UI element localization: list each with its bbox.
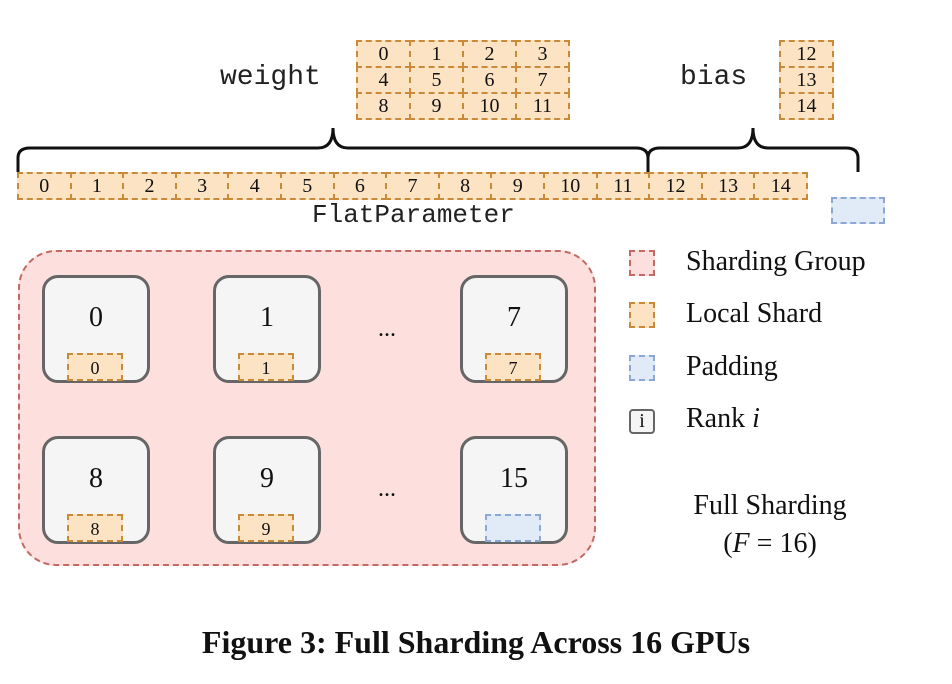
legend-rank-var: i bbox=[752, 403, 760, 434]
weight-cell: 8 bbox=[356, 92, 411, 120]
bias-cell: 12 bbox=[779, 40, 834, 68]
rank-label: 7 bbox=[507, 302, 521, 333]
weight-label: weight bbox=[220, 62, 321, 93]
formula-prefix: ( bbox=[723, 528, 733, 559]
local-shard: 0 bbox=[67, 353, 123, 381]
flat-parameter-cell: 7 bbox=[385, 172, 440, 200]
rank-icon: i bbox=[629, 409, 655, 434]
bias-cell: 13 bbox=[779, 66, 834, 94]
legend-rank-label: Rank bbox=[686, 403, 753, 434]
weight-cell: 7 bbox=[515, 66, 570, 94]
flat-parameter-cell: 2 bbox=[122, 172, 177, 200]
flat-parameter-cell: 8 bbox=[437, 172, 493, 200]
weight-cell: 9 bbox=[409, 92, 464, 120]
weight-cell: 6 bbox=[462, 66, 517, 94]
strategy-formula: (F = 16) bbox=[640, 528, 900, 560]
bias-label: bias bbox=[680, 62, 748, 93]
padding-swatch bbox=[629, 355, 655, 381]
weight-cell: 0 bbox=[356, 40, 411, 68]
bias-cell: 14 bbox=[779, 92, 834, 120]
flat-parameter-cell: 0 bbox=[17, 172, 72, 200]
flat-parameter-padding bbox=[831, 197, 885, 224]
weight-brace bbox=[16, 127, 650, 172]
ellipsis-row2: ... bbox=[378, 476, 396, 502]
rank-label: 1 bbox=[260, 302, 274, 333]
local-shard: 9 bbox=[238, 514, 294, 542]
ellipsis-row1: ... bbox=[378, 316, 396, 342]
rank-label: 15 bbox=[500, 463, 528, 494]
local-shard: 1 bbox=[238, 353, 294, 381]
flat-parameter-cell: 3 bbox=[174, 172, 230, 200]
flat-parameter-cell: 13 bbox=[700, 172, 756, 200]
legend-padding: Padding bbox=[686, 351, 778, 382]
bias-brace bbox=[646, 127, 860, 172]
legend-sharding-group: Sharding Group bbox=[686, 246, 866, 277]
formula-var: F bbox=[732, 528, 750, 559]
rank-label: 8 bbox=[89, 463, 103, 494]
weight-cell: 4 bbox=[356, 66, 411, 94]
weight-cell: 2 bbox=[462, 40, 517, 68]
rank-label: 0 bbox=[89, 302, 103, 333]
flat-parameter-cell: 10 bbox=[543, 172, 598, 200]
gpu-rank-7: 7 bbox=[460, 275, 568, 383]
flat-parameter-cell: 6 bbox=[332, 172, 388, 200]
figure-caption: Figure 3: Full Sharding Across 16 GPUs bbox=[201, 624, 751, 660]
flat-parameter-cell: 11 bbox=[595, 172, 651, 200]
strategy-title: Full Sharding bbox=[693, 490, 847, 521]
weight-cell: 1 bbox=[409, 40, 464, 68]
flat-parameter-label: FlatParameter bbox=[312, 200, 515, 230]
flat-parameter-cell: 14 bbox=[753, 172, 808, 200]
local-shard-swatch bbox=[629, 302, 655, 328]
weight-cell: 10 bbox=[462, 92, 517, 120]
flat-parameter-cell: 4 bbox=[227, 172, 282, 200]
padding-shard bbox=[485, 514, 541, 542]
local-shard: 7 bbox=[485, 353, 541, 381]
legend-rank: Rank i bbox=[686, 403, 760, 435]
sharding-group-swatch bbox=[629, 250, 655, 276]
flat-parameter-cell: 12 bbox=[648, 172, 703, 200]
rank-label: 9 bbox=[260, 463, 274, 494]
weight-cell: 5 bbox=[409, 66, 464, 94]
weight-cell: 3 bbox=[515, 40, 570, 68]
formula-suffix: = 16) bbox=[749, 528, 817, 559]
flat-parameter-cell: 9 bbox=[490, 172, 545, 200]
weight-cell: 11 bbox=[515, 92, 570, 120]
flat-parameter-cell: 1 bbox=[69, 172, 125, 200]
flat-parameter-cell: 5 bbox=[280, 172, 335, 200]
legend-local-shard: Local Shard bbox=[686, 298, 823, 329]
local-shard: 8 bbox=[67, 514, 123, 542]
